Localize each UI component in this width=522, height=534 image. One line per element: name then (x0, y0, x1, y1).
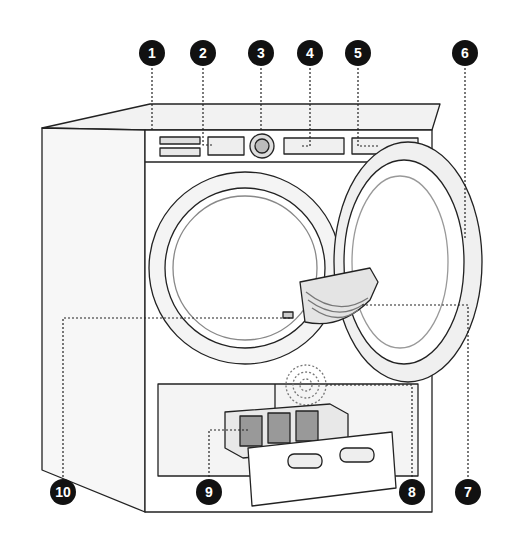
plinth-cover (248, 432, 396, 506)
door-sensor (283, 312, 293, 318)
door-glass-inner (352, 176, 448, 348)
condenser-block (268, 413, 290, 443)
callout-number: 7 (455, 479, 481, 505)
program-knob (250, 134, 274, 158)
callout-number: 8 (399, 479, 425, 505)
door-glass (344, 160, 464, 364)
panel-slot (160, 148, 200, 156)
callout-number: 9 (196, 479, 222, 505)
leader-line (209, 430, 248, 477)
callout-number: 6 (452, 40, 478, 66)
dryer-top (42, 104, 440, 130)
callout-number: 2 (190, 40, 216, 66)
callout-number: 4 (297, 40, 323, 66)
callout-number: 1 (139, 40, 165, 66)
fan-grille (286, 365, 326, 405)
fan-grille (293, 372, 319, 398)
handle (288, 454, 322, 468)
callout-number: 10 (50, 479, 76, 505)
leader-line (360, 305, 468, 477)
panel-slot (160, 137, 200, 144)
fan-grille (300, 379, 312, 391)
condenser-block (296, 411, 318, 441)
condenser-block (240, 416, 262, 446)
filter-mesh (312, 308, 358, 318)
handle (340, 448, 374, 462)
display (284, 138, 344, 154)
leader-line (464, 68, 465, 240)
leader-line (151, 68, 152, 132)
door-opening (149, 172, 341, 364)
leader-line (260, 68, 261, 132)
callout-number: 3 (248, 40, 274, 66)
leader-line (203, 68, 212, 145)
leader-line (300, 68, 310, 146)
leader-line (326, 385, 412, 477)
dryer-side (42, 128, 145, 512)
program-knob (255, 139, 269, 153)
leader-line (63, 318, 290, 477)
callout-number: 5 (345, 40, 371, 66)
filter (300, 268, 378, 324)
drum (165, 188, 325, 348)
door (334, 142, 482, 382)
display (208, 137, 244, 155)
leader-line (358, 68, 380, 146)
